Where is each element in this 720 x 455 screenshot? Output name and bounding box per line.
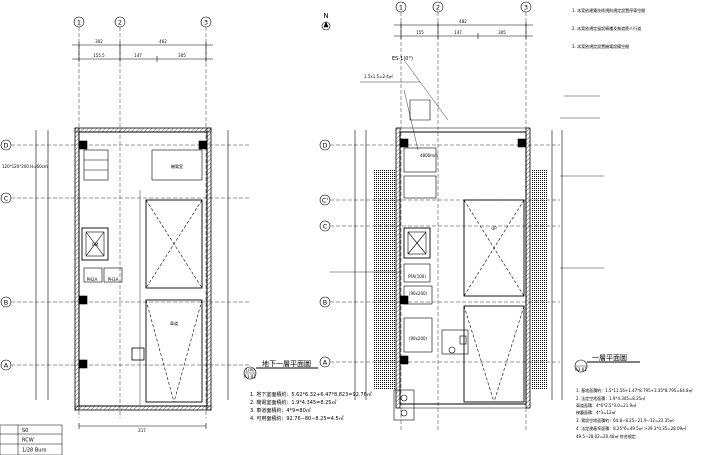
left-note-3: 3. 車道面積約：4*9=80㎡ xyxy=(250,407,311,414)
left-dim-2: 462 xyxy=(159,39,167,44)
right-dim-2: 155 xyxy=(416,30,424,35)
left-label-ph3a: PH3A xyxy=(108,277,119,282)
right-axis-A-label: A xyxy=(323,359,328,367)
left-axis-2-label: 2 xyxy=(118,19,122,27)
right-axis-B-label: B xyxy=(323,299,327,307)
left-axis-A-label: A xyxy=(4,362,9,370)
right-label-es: ES-1(0°) xyxy=(392,56,413,62)
stamp-row-1: S0 xyxy=(22,428,28,434)
left-dim-1: 302 xyxy=(95,39,103,44)
left-axis-side xyxy=(0,130,250,400)
left-dim-4: 147 xyxy=(134,53,142,58)
left-label-ramp: 車道 xyxy=(170,320,178,326)
right-label-door-2: (90x200) xyxy=(409,336,428,341)
left-axis-top xyxy=(72,16,213,418)
left-axis-3-label: 3 xyxy=(204,19,208,27)
right-label-area: 1.5x1.5=2.4㎡ xyxy=(364,73,393,79)
right-plan-tag: A2-01 xyxy=(575,367,587,372)
right-floor-plan xyxy=(319,1,604,430)
left-axis-C-label: C xyxy=(4,195,9,203)
right-dim-4: 305 xyxy=(498,30,506,35)
right-label-width: 4800mm xyxy=(420,153,438,158)
left-axis-B-label: B xyxy=(4,299,8,307)
left-note-1: 1. 地下室面積約：5.62*6.32+6.47*8.823=92.76㎡ xyxy=(250,391,372,398)
left-note-2: 2. 機電室面積約：1.9*4.345=8.25㎡ xyxy=(250,399,336,406)
right-axis-C2-label: C' xyxy=(322,197,329,205)
right-label-pfa: PFA(100) xyxy=(408,274,426,279)
right-axis-3-label: 3 xyxy=(524,4,528,12)
right-note-7: 49.5−28.02=20.48㎡ 符合規定 xyxy=(576,433,636,439)
left-axis-D-label: D xyxy=(3,142,8,150)
left-plan-tag: A1-01 xyxy=(244,374,256,379)
left-axis-1-label: 1 xyxy=(77,19,81,27)
right-dim-3: 147 xyxy=(454,30,462,35)
left-label-gm: GM xyxy=(92,242,99,247)
right-title-block xyxy=(574,359,640,373)
left-label-opening: 120*120*200 H=60cm xyxy=(2,164,48,169)
right-label-up: UP xyxy=(491,226,497,231)
left-dim-3: 155.5 xyxy=(93,53,105,58)
left-plan-title: 地下一層平面圖 xyxy=(262,359,311,368)
left-label-ph2a: PH2A xyxy=(87,277,98,282)
left-label-mech: 機電室 xyxy=(171,163,183,169)
right-note-2: 2. 法定空地面積：1.9*4.345=8.25㎡ xyxy=(576,395,645,401)
right-note-1: 1. 基地面積約：1.5*11.56+1.47*8.795+3.35*8.795… xyxy=(576,387,693,393)
right-note-6: 4. 法定建蔽率面積：8.25*6=49.5㎡ >39.3*0.35=28.09… xyxy=(576,425,686,431)
right-axis-D-label: D xyxy=(322,142,327,150)
right-top-note-1: 1. 本案依建築技術規則規定設置停車空間 xyxy=(572,7,645,13)
left-title-block xyxy=(243,366,318,380)
right-note-5: 3. 實設空地面積約：64.8−8.25−21.9−12=22.35㎡ xyxy=(576,417,674,423)
right-label-door-1: (90x200) xyxy=(409,291,428,296)
right-axis-2-label: 2 xyxy=(436,4,440,12)
left-dim-bottom: 217 xyxy=(138,428,146,433)
left-plan-scale: 1/40 xyxy=(246,368,255,373)
stamp-table xyxy=(0,424,63,455)
left-dim-5: 305 xyxy=(178,53,186,58)
stamp-row-3: 1/28 Buro xyxy=(22,448,46,454)
right-axis-C-label: C xyxy=(323,223,328,231)
right-note-3: 車道面積：4*6*2.5*3.0=21.9㎡ xyxy=(576,402,636,408)
right-top-note-3: 3. 本案依規定設置機電設備空間 xyxy=(572,43,629,49)
right-plan-title: 一層平面圖 xyxy=(592,354,627,362)
right-dim-1: 482 xyxy=(459,19,467,24)
right-note-4: 梯廳面積：4*3=12㎡ xyxy=(576,409,616,415)
stamp-row-2: RCW xyxy=(22,438,34,444)
north-label: N xyxy=(323,12,328,20)
right-top-note-2: 2. 本案依規定留設騎樓及無遮簷人行道 xyxy=(572,25,641,31)
left-floor-plan: 1 2 3 302 462 155.5 147 305 D C B A xyxy=(0,16,250,429)
right-axis-1-label: 1 xyxy=(399,4,403,12)
left-note-4: 4. 可用面積約：92.76−80−8.25=4.5㎡ xyxy=(250,415,344,422)
